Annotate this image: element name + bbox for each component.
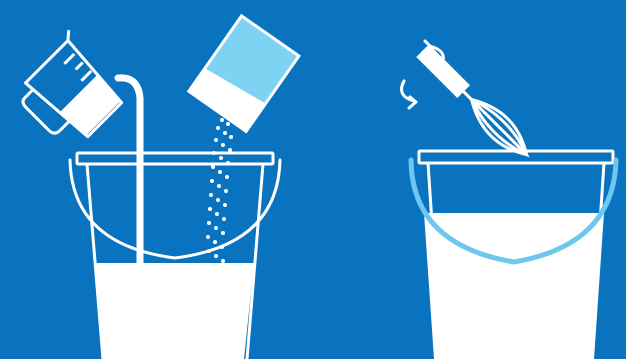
step-2-bucket-liquid — [424, 213, 604, 359]
step-1-bucket-liquid — [94, 263, 254, 359]
